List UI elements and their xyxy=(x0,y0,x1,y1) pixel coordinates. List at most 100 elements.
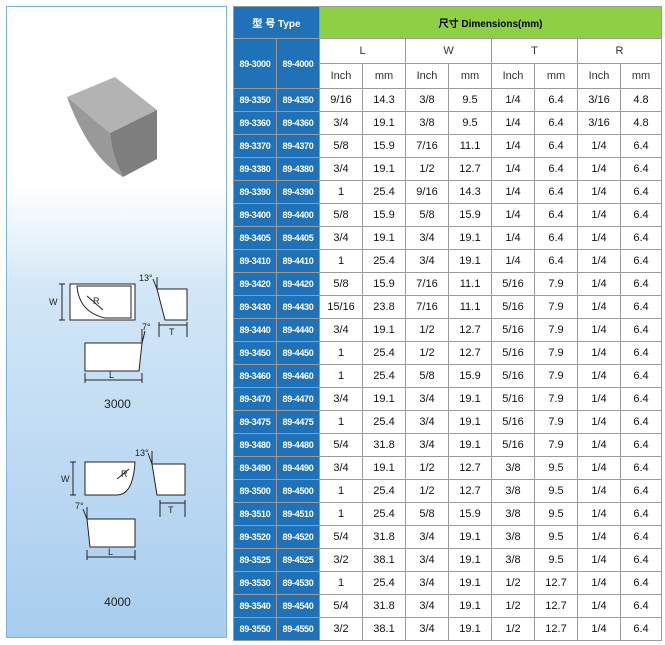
cell-r-mm: 6.4 xyxy=(620,249,663,273)
radius-leader-3000 xyxy=(86,295,104,311)
cell-t-inch: 3/8 xyxy=(491,548,536,572)
cell-w-mm: 19.1 xyxy=(448,525,493,549)
carbide-tip-3d-image xyxy=(67,77,157,177)
cell-r-inch: 1/4 xyxy=(577,387,622,411)
cell-w-inch: 3/4 xyxy=(405,548,450,572)
cell-t-mm: 7.9 xyxy=(534,318,579,342)
cell-t-inch: 5/16 xyxy=(491,295,536,319)
cell-l-mm: 23.8 xyxy=(362,295,407,319)
cell-r-mm: 6.4 xyxy=(620,617,663,641)
cell-model-3000: 89-3410 xyxy=(233,249,277,273)
cell-w-inch: 3/4 xyxy=(405,594,450,618)
cell-model-3000: 89-3430 xyxy=(233,295,277,319)
cell-w-inch: 9/16 xyxy=(405,180,450,204)
cell-r-mm: 6.4 xyxy=(620,502,663,526)
style-caption-3000: 3000 xyxy=(104,397,131,411)
type-header-cn: 型 号 xyxy=(252,19,276,30)
cell-l-inch: 1 xyxy=(319,249,364,273)
cell-l-mm: 19.1 xyxy=(362,387,407,411)
cell-l-inch: 15/16 xyxy=(319,295,364,319)
cell-t-mm: 6.4 xyxy=(534,226,579,250)
cell-w-inch: 1/2 xyxy=(405,318,450,342)
cell-t-mm: 6.4 xyxy=(534,180,579,204)
cell-w-inch: 7/16 xyxy=(405,134,450,158)
cell-w-inch: 3/4 xyxy=(405,226,450,250)
l-label-3000: L xyxy=(109,370,114,380)
dimension-group-row: 89-3000 89-4000 L W T R xyxy=(233,38,663,89)
angle-13-label-3000: 13° xyxy=(139,273,153,283)
dimensions-header-cn: 尺寸 xyxy=(438,19,459,30)
cell-w-inch: 1/2 xyxy=(405,341,450,365)
cell-t-mm: 6.4 xyxy=(534,88,579,112)
cell-w-mm: 19.1 xyxy=(448,226,493,250)
cell-t-mm: 7.9 xyxy=(534,410,579,434)
cell-model-4000: 89-4450 xyxy=(275,341,321,365)
angle-7-label-3000: 7° xyxy=(142,322,151,332)
cell-t-inch: 1/4 xyxy=(491,134,536,158)
group-header-r: R xyxy=(577,38,663,64)
cell-model-3000: 89-3530 xyxy=(233,571,277,595)
cell-w-mm: 14.3 xyxy=(448,180,493,204)
cell-r-mm: 6.4 xyxy=(620,594,663,618)
w-label-3000: W xyxy=(49,297,58,307)
cell-l-mm: 19.1 xyxy=(362,111,407,135)
cell-r-mm: 6.4 xyxy=(620,571,663,595)
cell-w-inch: 1/2 xyxy=(405,479,450,503)
cell-t-mm: 9.5 xyxy=(534,525,579,549)
cell-t-mm: 6.4 xyxy=(534,157,579,181)
cell-model-4000: 89-4510 xyxy=(275,502,321,526)
cell-t-mm: 12.7 xyxy=(534,571,579,595)
cell-w-inch: 3/4 xyxy=(405,525,450,549)
cell-t-mm: 7.9 xyxy=(534,364,579,388)
cell-t-mm: 12.7 xyxy=(534,594,579,618)
cell-r-inch: 1/4 xyxy=(577,410,622,434)
cell-model-4000: 89-4540 xyxy=(275,594,321,618)
cell-model-3000: 89-3480 xyxy=(233,433,277,457)
product-illustration-panel: W R 13° 7° T L 3000 xyxy=(6,6,227,638)
radius-profile-3000 xyxy=(76,285,132,319)
cell-model-4000: 89-4430 xyxy=(275,295,321,319)
type-header-en: Type xyxy=(277,19,301,30)
cell-r-inch: 1/4 xyxy=(577,226,622,250)
cell-r-mm: 6.4 xyxy=(620,341,663,365)
cell-model-4000: 89-4475 xyxy=(275,410,321,434)
cell-r-mm: 6.4 xyxy=(620,295,663,319)
cell-r-inch: 1/4 xyxy=(577,456,622,480)
cell-t-inch: 5/16 xyxy=(491,364,536,388)
clearance-angle-line-3000 xyxy=(152,278,158,290)
cell-model-3000: 89-3440 xyxy=(233,318,277,342)
cell-w-inch: 5/8 xyxy=(405,203,450,227)
unit-header: Inch xyxy=(405,63,450,89)
cell-model-4000: 89-4440 xyxy=(275,318,321,342)
cell-t-inch: 1/4 xyxy=(491,180,536,204)
tip-curved-face xyxy=(67,97,123,177)
radius-leader-4000 xyxy=(116,468,130,480)
cell-r-mm: 6.4 xyxy=(620,180,663,204)
cell-t-mm: 12.7 xyxy=(534,617,579,641)
cell-r-mm: 6.4 xyxy=(620,387,663,411)
top-view-outline-3000 xyxy=(69,283,136,321)
cell-w-inch: 3/4 xyxy=(405,617,450,641)
cell-l-inch: 3/4 xyxy=(319,226,364,250)
cell-l-mm: 19.1 xyxy=(362,318,407,342)
cell-model-3000: 89-3540 xyxy=(233,594,277,618)
cell-t-inch: 5/16 xyxy=(491,341,536,365)
cell-w-inch: 3/4 xyxy=(405,571,450,595)
cell-r-inch: 1/4 xyxy=(577,134,622,158)
cell-l-mm: 14.3 xyxy=(362,88,407,112)
cell-r-mm: 4.8 xyxy=(620,88,663,112)
cell-r-mm: 6.4 xyxy=(620,456,663,480)
cell-t-inch: 1/4 xyxy=(491,249,536,273)
cell-w-inch: 3/8 xyxy=(405,111,450,135)
cell-l-inch: 5/8 xyxy=(319,134,364,158)
cell-r-mm: 6.4 xyxy=(620,364,663,388)
cell-w-inch: 3/4 xyxy=(405,249,450,273)
cell-t-mm: 7.9 xyxy=(534,341,579,365)
cell-l-mm: 25.4 xyxy=(362,502,407,526)
cell-model-4000: 89-4525 xyxy=(275,548,321,572)
